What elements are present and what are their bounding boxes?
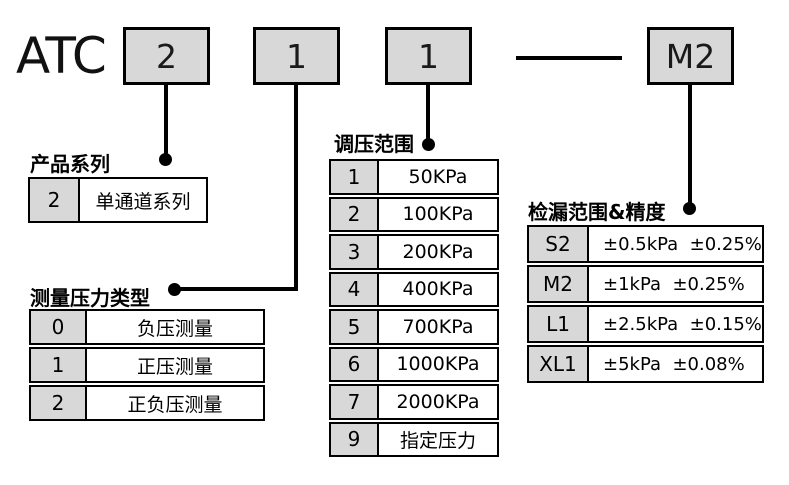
desc-cell: 指定压力: [399, 429, 476, 452]
table-row: 1 50KPa: [329, 159, 499, 195]
desc-cell: 负压测量: [136, 317, 213, 340]
code-cell: 2: [331, 198, 379, 230]
connector-regulation-range-line: [426, 85, 430, 145]
code-cell: 4: [331, 273, 379, 305]
connector-series-dot: [159, 153, 172, 166]
desc-cell: 100KPa: [402, 203, 474, 226]
desc-cell: 1000KPa: [396, 353, 480, 376]
table-row: 2 单通道系列: [28, 177, 208, 223]
code-cell: 0: [31, 311, 87, 343]
regulation-range-table-title: 调压范围: [334, 132, 414, 156]
connector-regulation-range-dot: [422, 138, 435, 151]
desc-cell: 700KPa: [402, 315, 474, 338]
code-cell: 9: [331, 423, 379, 455]
desc-cell: 正负压测量: [127, 393, 223, 416]
table-row: 2 正负压测量: [29, 385, 265, 421]
table-row: M2 ±1kPa ±0.25%: [527, 265, 764, 303]
code-cell: 2: [31, 387, 87, 419]
table-row: 0 负压测量: [29, 309, 265, 345]
table-row: XL1 ±5kPa ±0.08%: [527, 345, 764, 383]
table-row: 4 400KPa: [329, 271, 499, 307]
table-row: 2 100KPa: [329, 196, 499, 232]
table-row: L1 ±2.5kPa ±0.15%: [527, 305, 764, 343]
connector-series-line: [164, 85, 168, 160]
desc-cell: ±2.5kPa ±0.15%: [603, 313, 762, 335]
connector-pressure-type-hline: [177, 287, 296, 291]
code-cell: M2: [529, 267, 589, 301]
code-cell: S2: [529, 227, 589, 261]
desc-cell: 200KPa: [402, 240, 474, 263]
product-prefix: ATC: [16, 27, 107, 85]
code-cell: 1: [31, 349, 87, 381]
desc-cell: 50KPa: [408, 165, 468, 188]
code-cell: 5: [331, 311, 379, 343]
connector-pressure-type-vline: [294, 85, 298, 291]
code-cell: XL1: [529, 347, 589, 381]
connector-pressure-type-dot: [168, 283, 181, 296]
code-box-series: 2: [123, 27, 210, 85]
desc-cell: ±0.5kPa ±0.25%: [603, 233, 762, 255]
pressure-type-table-title: 测量压力类型: [30, 286, 150, 310]
code-separator-dash: [516, 56, 622, 60]
table-row: 9 指定压力: [329, 421, 499, 457]
code-cell: L1: [529, 307, 589, 341]
code-cell: 7: [331, 386, 379, 418]
leak-range-table: S2 ±0.5kPa ±0.25% M2 ±1kPa ±0.25% L1 ±2.…: [527, 225, 764, 385]
series-table-title: 产品系列: [30, 152, 110, 176]
series-table: 2 单通道系列: [28, 177, 208, 225]
desc-cell: 400KPa: [402, 278, 474, 301]
code-box-regulation-range: 1: [385, 27, 472, 85]
connector-leak-range-line: [688, 85, 692, 209]
code-cell: 3: [331, 236, 379, 268]
table-row: 3 200KPa: [329, 234, 499, 270]
regulation-range-table: 1 50KPa 2 100KPa 3 200KPa 4 400KPa 5 700…: [329, 159, 499, 459]
table-row: 5 700KPa: [329, 309, 499, 345]
connector-leak-range-dot: [683, 202, 696, 215]
leak-range-table-title: 检漏范围&精度: [528, 200, 666, 224]
code-box-leak-range: M2: [647, 27, 734, 85]
table-row: 1 正压测量: [29, 347, 265, 383]
table-row: 6 1000KPa: [329, 346, 499, 382]
code-box-pressure-type: 1: [253, 27, 340, 85]
code-cell: 1: [331, 161, 379, 193]
desc-cell: ±5kPa ±0.08%: [603, 353, 745, 375]
table-row: 7 2000KPa: [329, 384, 499, 420]
desc-cell: 正压测量: [136, 355, 213, 378]
code-cell: 6: [331, 348, 379, 380]
desc-cell: 2000KPa: [396, 390, 480, 413]
pressure-type-table: 0 负压测量 1 正压测量 2 正负压测量: [29, 309, 265, 423]
desc-cell: ±1kPa ±0.25%: [603, 273, 745, 295]
desc-cell: 单通道系列: [95, 190, 191, 213]
code-cell: 2: [30, 179, 80, 221]
table-row: S2 ±0.5kPa ±0.25%: [527, 225, 764, 263]
